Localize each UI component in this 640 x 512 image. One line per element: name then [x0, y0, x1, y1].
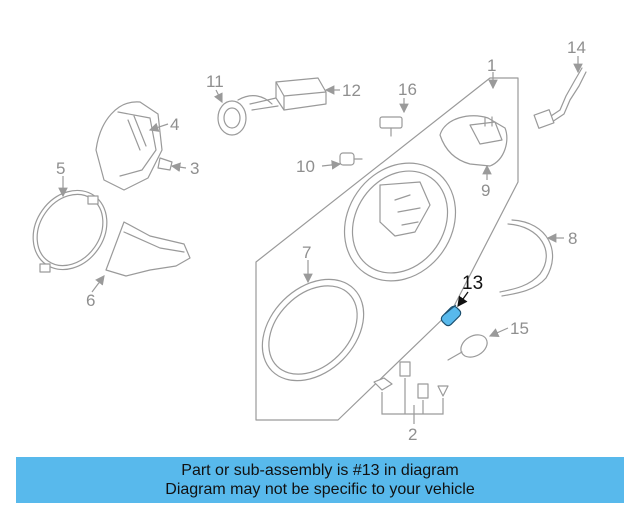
part-9-socket	[439, 115, 508, 167]
part-12-module	[249, 77, 327, 111]
callout-1: 1	[487, 56, 496, 75]
callout-14: 14	[567, 38, 586, 57]
callout-10: 10	[296, 157, 315, 176]
part-15-connector	[447, 334, 488, 361]
callout-2: 2	[408, 425, 417, 444]
part-6-bracket	[105, 221, 191, 277]
part-16-screw	[379, 116, 403, 137]
callout-8: 8	[568, 229, 577, 248]
callout-16: 16	[398, 80, 417, 99]
callout-5: 5	[56, 159, 65, 178]
callout-4: 4	[170, 115, 179, 134]
part-2-fasteners	[373, 361, 449, 415]
callout-12: 12	[342, 81, 361, 100]
leader-lines	[58, 56, 583, 424]
banner-line-1: Part or sub-assembly is #13 in diagram	[181, 462, 459, 479]
callout-7: 7	[302, 243, 311, 262]
part-13-highlighted-bulb[interactable]	[440, 304, 463, 328]
part-5-ring	[32, 189, 108, 273]
part-8-trim-strip	[499, 219, 554, 297]
part-14-harness	[533, 67, 587, 129]
callout-6: 6	[86, 291, 95, 310]
part-3-clip	[157, 157, 173, 171]
callout-11: 11	[206, 72, 224, 91]
banner-line-2: Diagram may not be specific to your vehi…	[165, 481, 475, 498]
callout-15: 15	[510, 319, 529, 338]
part-1-housing-panel	[255, 77, 519, 421]
part-11-bulb-socket	[217, 95, 273, 136]
part-4-bucket	[95, 101, 163, 191]
info-banner: Part or sub-assembly is #13 in diagram D…	[16, 457, 624, 503]
part-7-lens	[261, 278, 365, 382]
callout-3: 3	[190, 159, 199, 178]
callout-labels: 1 2 3 4 5 6 7 8 9 10 11 12 13 14 15 16	[56, 38, 586, 444]
callout-9: 9	[481, 181, 490, 200]
part-10-bulb	[339, 152, 363, 166]
callout-13[interactable]: 13	[462, 273, 483, 294]
